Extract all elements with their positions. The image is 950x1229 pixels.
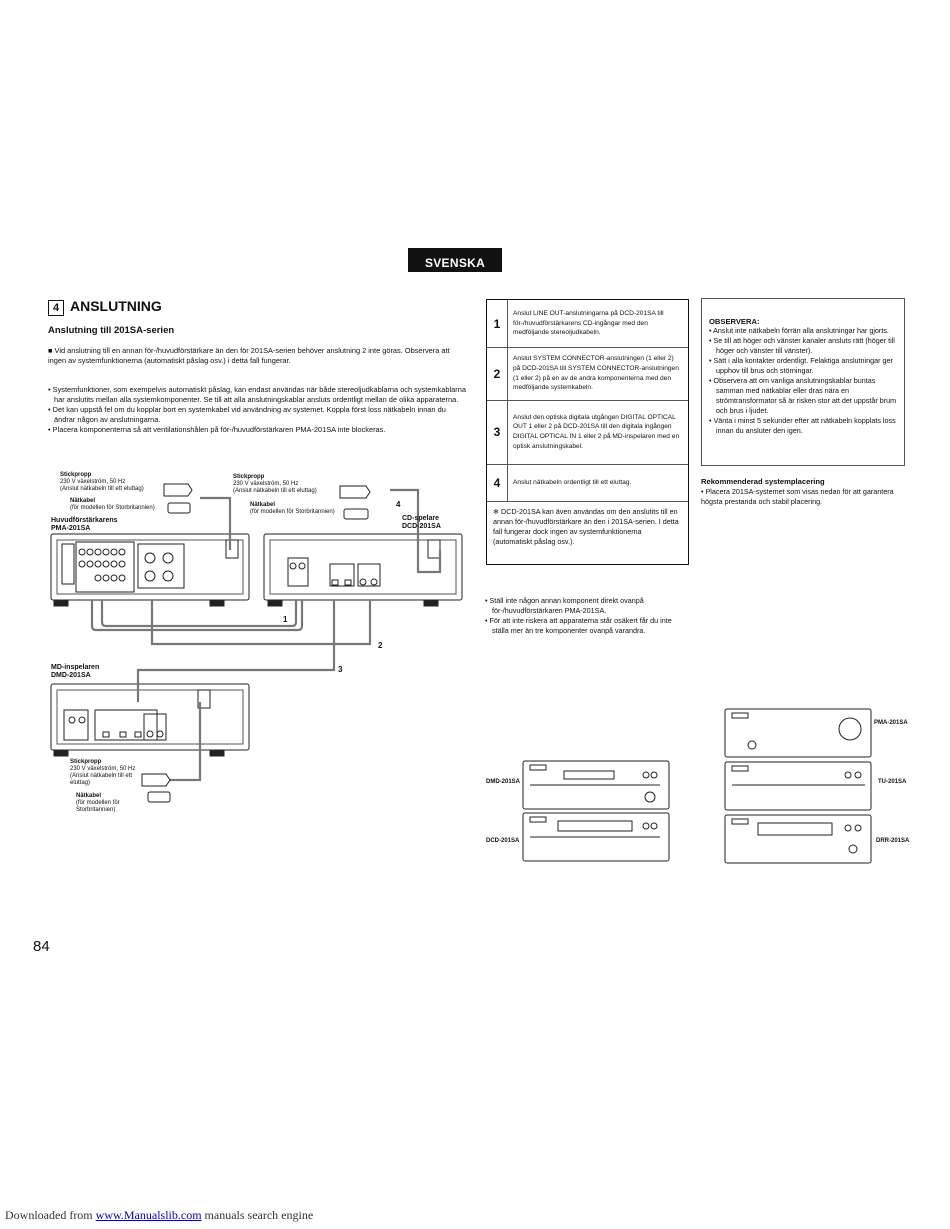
plug-note: (Anslut nätkabeln till ett eluttag)	[60, 486, 144, 492]
footer-prefix: Downloaded from	[5, 1208, 96, 1222]
step-number: 4	[487, 464, 508, 501]
footer: Downloaded from www.Manualslib.com manua…	[5, 1208, 313, 1223]
md-model: DMD-201SA	[51, 672, 91, 679]
placement-diagram	[522, 708, 872, 864]
observera-item: • Sätt i alla kontakter ordentligt. Fela…	[709, 356, 893, 375]
bullet-item: • Det kan uppstå fel om du kopplar bort …	[48, 405, 446, 424]
plug-voltage: 230 V växelström, 50 Hz	[60, 479, 126, 485]
plug-note: (Anslut nätkabeln till ett	[70, 773, 133, 779]
cable-label-md: Nätkabel (för modellen för Storbritannie…	[76, 793, 120, 814]
md-recorder-rear-panel	[50, 683, 250, 751]
cable-note: (för modellen för Storbritannien)	[250, 509, 335, 515]
placement-label-pma: PMA-201SA	[874, 720, 908, 726]
step-number: 2	[487, 347, 508, 400]
subheading: Anslutning till 201SA-serien	[48, 325, 175, 336]
connection-number: 2	[378, 641, 383, 650]
footer-link[interactable]: www.Manualslib.com	[95, 1208, 202, 1222]
language-tab: SVENSKA	[408, 248, 502, 272]
observera-item: • Vänta i minst 5 sekunder efter att nät…	[709, 416, 896, 435]
observera-item: • Observera att om vanliga anslutningska…	[709, 376, 897, 415]
placement-label-dmd: DMD-201SA	[486, 779, 521, 785]
intro-paragraph: ■ Vid anslutning till en annan för-/huvu…	[48, 346, 450, 365]
plug-title: Stickpropp	[233, 474, 265, 480]
plug-title: Stickpropp	[70, 759, 102, 765]
cable-label-cd: Nätkabel (för modellen för Storbritannie…	[250, 502, 335, 516]
section-number: 4	[48, 300, 64, 316]
connection-diagram	[50, 483, 463, 803]
cd-player-rear-panel	[263, 533, 463, 601]
observera-box: OBSERVERA: • Anslut inte nätkabeln förrä…	[701, 298, 905, 466]
bullet-list: • Systemfunktioner, som exempelvis autom…	[48, 385, 468, 435]
plug-note: eluttag)	[70, 780, 91, 786]
step-number: 3	[487, 400, 508, 464]
bullet-item: • Placera komponenterna så att ventilati…	[48, 425, 386, 434]
warning-item: • Ställ inte någon annan komponent direk…	[485, 596, 644, 615]
cable-title: Nätkabel	[250, 502, 276, 508]
observera-item: • Anslut inte nätkabeln förrän alla ansl…	[709, 326, 889, 335]
amp-label: Huvudförstärkarens PMA-201SA	[51, 517, 118, 533]
placement-label-drr: DRR-201SA	[876, 838, 910, 844]
observera-item: • Se till att höger och vänster kanaler …	[709, 336, 895, 355]
cd-model: DCD-201SA	[402, 523, 441, 530]
cd-name: CD-spelare	[402, 515, 439, 522]
step-text: Anslut den optiska digitala utgången DIG…	[513, 413, 680, 450]
plug-title: Stickpropp	[60, 472, 92, 478]
amp-name: Huvudförstärkarens	[51, 517, 118, 524]
placement-label-dcd: DCD-201SA	[486, 838, 520, 844]
step-number: 1	[487, 300, 508, 347]
steps-table: 1 Anslut LINE OUT-anslutningarna på DCD-…	[486, 299, 689, 565]
cable-note: (för modellen för	[76, 800, 120, 806]
connection-number: 3	[338, 665, 343, 674]
step-row: 1 Anslut LINE OUT-anslutningarna på DCD-…	[487, 300, 688, 348]
cd-label: CD-spelare DCD-201SA	[402, 515, 441, 531]
plug-note: (Anslut nätkabeln till ett eluttag)	[233, 488, 317, 494]
cable-title: Nätkabel	[70, 498, 96, 504]
plug-label-cd: Stickpropp 230 V växelström, 50 Hz (Ansl…	[233, 474, 317, 495]
step-row: 3 Anslut den optiska digitala utgången D…	[487, 400, 688, 465]
plug-label-md: Stickpropp 230 V växelström, 50 Hz (Ansl…	[70, 759, 135, 787]
connection-number: 4	[396, 500, 401, 509]
page-number: 84	[33, 938, 50, 955]
amplifier-rear-panel	[50, 533, 250, 601]
recommended-text: • Placera 201SA-systemet som visas nedan…	[701, 487, 894, 506]
cable-note: (för modellen för Storbritannien)	[70, 505, 155, 511]
warning-list: • Ställ inte någon annan komponent direk…	[485, 596, 689, 636]
warning-item: • För att inte riskera att apparaterna s…	[485, 616, 672, 635]
recommended-title: Rekommenderad systemplacering	[701, 477, 825, 486]
plug-voltage: 230 V växelström, 50 Hz	[233, 481, 299, 487]
md-name: MD-inspelaren	[51, 664, 100, 671]
observera-title: OBSERVERA:	[709, 317, 760, 326]
pma-unit	[724, 708, 872, 758]
footer-suffix: manuals search engine	[201, 1208, 314, 1222]
amp-model: PMA-201SA	[51, 525, 91, 532]
cable-title: Nätkabel	[76, 793, 102, 799]
step-row: 4 Anslut nätkabeln ordentligt till ett e…	[487, 464, 688, 502]
cable-note: Storbritannien)	[76, 807, 116, 813]
md-label: MD-inspelaren DMD-201SA	[51, 664, 99, 680]
placement-label-tu: TU-201SA	[878, 779, 907, 785]
step-row: 2 Anslut SYSTEM CONNECTOR-anslutningen (…	[487, 347, 688, 401]
tu-unit	[724, 761, 872, 811]
steps-note: ❄ DCD-201SA kan även användas om den ans…	[493, 507, 679, 546]
section-title: ANSLUTNING	[70, 298, 162, 314]
plug-label-amp: Stickpropp 230 V växelström, 50 Hz (Ansl…	[60, 472, 144, 493]
connection-number: 1	[283, 615, 288, 624]
step-text: Anslut SYSTEM CONNECTOR-anslutningen (1 …	[513, 355, 679, 392]
observera-list: • Anslut inte nätkabeln förrän alla ansl…	[709, 326, 898, 436]
step-text: Anslut LINE OUT-anslutningarna på DCD-20…	[513, 310, 664, 337]
cable-label-amp: Nätkabel (för modellen för Storbritannie…	[70, 498, 155, 512]
bullet-item: • Systemfunktioner, som exempelvis autom…	[48, 385, 466, 404]
step-text: Anslut nätkabeln ordentligt till ett elu…	[513, 478, 632, 486]
plug-voltage: 230 V växelström, 50 Hz	[70, 766, 136, 772]
